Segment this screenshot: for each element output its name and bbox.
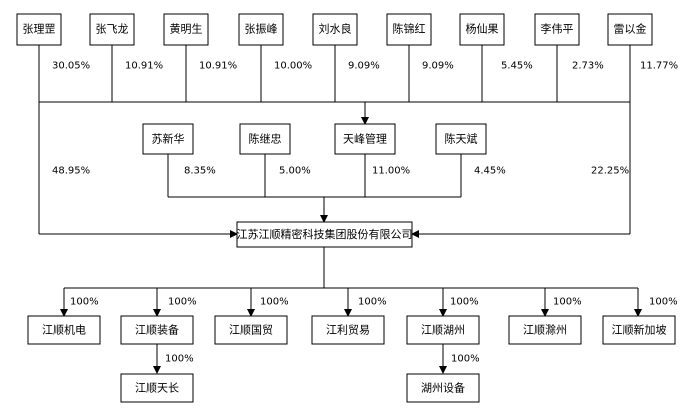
subsidiary-box-jiangshun-huzhou: 江顺湖州 [406, 315, 480, 345]
subsidiary-box-jiangshun-zhuangbei: 江顺装备 [120, 315, 194, 345]
shareholder-box-chen-jizhong: 陈继忠 [239, 123, 291, 155]
grand-subsidiary-percentages: 100% 100% [165, 354, 480, 365]
subsidiary-box-jiangshun-singapore: 江顺新加坡 [602, 315, 676, 345]
subsidiary-name: 江顺装备 [135, 323, 179, 337]
ownership-percentage: 100% [165, 354, 194, 365]
shareholder-name: 天峰管理 [343, 132, 387, 146]
ownership-percentage-left: 48.95% [52, 166, 90, 177]
shareholder-name: 刘水良 [319, 22, 352, 36]
shareholder-box-liu-shuiliang: 刘水良 [312, 13, 358, 46]
shareholder-name: 陈锦红 [393, 22, 426, 36]
ownership-percentage-right: 22.25% [591, 166, 629, 177]
subsidiaries: 江顺机电 江顺装备 江顺国贸 江利贸易 江顺湖州 江顺滁州 江顺新加坡 [27, 315, 676, 345]
middle-shareholders: 苏新华 陈继忠 天峰管理 陈天斌 [142, 123, 487, 155]
subsidiary-box-jiangshun-chuzhou: 江顺滁州 [508, 315, 582, 345]
subsidiary-name: 湖州设备 [421, 381, 465, 395]
subsidiary-box-huzhou-shebei: 湖州设备 [406, 373, 480, 403]
ownership-percentage: 10.91% [199, 61, 237, 72]
ownership-percentage: 100% [451, 354, 480, 365]
shareholder-box-huang-mingsheng: 黄明生 [163, 13, 209, 46]
ownership-percentage: 10.00% [274, 61, 312, 72]
ownership-percentage: 8.35% [184, 166, 216, 177]
ownership-percentage: 100% [450, 297, 479, 308]
shareholder-name: 雷以金 [614, 22, 647, 36]
subsidiary-box-jiangshun-jidian: 江顺机电 [27, 315, 101, 345]
shareholder-box-lei-yijin: 雷以金 [607, 13, 653, 46]
subsidiary-name: 江顺湖州 [421, 324, 465, 337]
ownership-percentage: 100% [70, 297, 99, 308]
shareholder-box-chen-jinhong: 陈锦红 [386, 13, 432, 46]
shareholder-name: 苏新华 [152, 132, 185, 146]
shareholder-box-tianfeng-management: 天峰管理 [334, 123, 396, 155]
shareholder-name: 陈天斌 [445, 132, 478, 146]
shareholder-box-zhang-zhenfeng: 张振峰 [238, 13, 284, 46]
shareholder-name: 李伟平 [541, 22, 574, 36]
ownership-percentage: 5.45% [501, 61, 533, 72]
ownership-percentage: 100% [168, 297, 197, 308]
ownership-percentage: 5.00% [279, 166, 311, 177]
shareholder-box-zhang-feilong: 张飞龙 [89, 13, 135, 46]
top-shareholders: 张理罡 张飞龙 黄明生 张振峰 刘水良 陈锦红 杨仙果 李伟平 [16, 13, 653, 46]
shareholder-name: 张振峰 [245, 22, 278, 36]
shareholder-box-zhang-ligang: 张理罡 [16, 13, 62, 46]
shareholder-name: 张飞龙 [96, 23, 129, 36]
middle-percentages: 48.95% 8.35% 5.00% 11.00% 4.45% 22.25% [52, 166, 629, 177]
company-box: 江苏江顺精密科技集团股份有限公司 [236, 221, 413, 248]
subsidiary-name: 江利贸易 [326, 324, 370, 337]
shareholder-name: 杨仙果 [466, 22, 499, 36]
ownership-percentage: 11.00% [372, 166, 410, 177]
ownership-percentage: 2.73% [572, 61, 604, 72]
ownership-percentage: 100% [553, 297, 582, 308]
subsidiary-percentages: 100% 100% 100% 100% 100% 100% 100% [70, 297, 678, 308]
shareholder-name: 黄明生 [170, 22, 203, 36]
ownership-percentage: 11.77% [640, 61, 678, 72]
subsidiary-box-jiangli-maoyi: 江利贸易 [311, 315, 385, 345]
ownership-percentage: 10.91% [125, 61, 163, 72]
subsidiary-box-jiangshun-tianchang: 江顺天长 [120, 373, 194, 403]
ownership-percentage: 100% [358, 297, 387, 308]
subsidiary-box-jiangshun-guomao: 江顺国贸 [214, 315, 288, 345]
subsidiary-name: 江顺机电 [42, 323, 86, 337]
subsidiary-name: 江顺国贸 [229, 324, 273, 337]
ownership-percentage: 9.09% [422, 61, 454, 72]
top-percentages: 30.05% 10.91% 10.91% 10.00% 9.09% 9.09% … [52, 61, 678, 72]
connector-lines [38, 45, 642, 374]
grand-subsidiaries: 江顺天长 湖州设备 [120, 373, 480, 403]
ownership-percentage: 100% [260, 297, 289, 308]
subsidiary-name: 江顺新加坡 [612, 323, 667, 337]
company-name: 江苏江顺精密科技集团股份有限公司 [237, 227, 413, 241]
subsidiary-name: 江顺天长 [135, 382, 179, 395]
shareholder-name: 陈继忠 [249, 132, 282, 146]
ownership-percentage: 100% [649, 297, 678, 308]
ownership-percentage: 30.05% [52, 61, 90, 72]
shareholder-box-chen-tianbin: 陈天斌 [435, 123, 487, 155]
subsidiary-name: 江顺滁州 [523, 323, 567, 337]
shareholder-box-yang-xianguo: 杨仙果 [459, 13, 505, 46]
ownership-percentage: 9.09% [348, 61, 380, 72]
ownership-percentage: 4.45% [474, 166, 506, 177]
shareholder-box-su-xinhua: 苏新华 [142, 123, 194, 155]
shareholder-box-li-weiping: 李伟平 [534, 13, 580, 46]
shareholder-name: 张理罡 [23, 23, 56, 36]
